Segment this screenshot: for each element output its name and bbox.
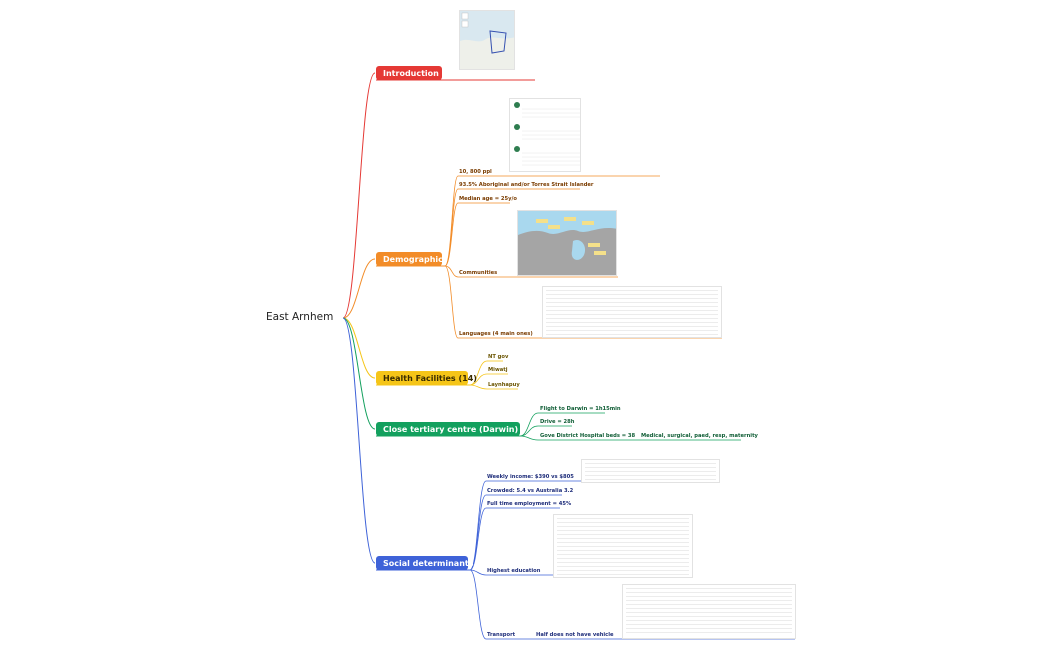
leaf-hospital-beds[interactable]: Gove District Hospital beds = 38 <box>540 433 636 439</box>
leaf-no-vehicle[interactable]: Half does not have vehicle <box>536 632 614 638</box>
branch-close-tertiary[interactable]: Close tertiary centre (Darwin) <box>376 422 520 436</box>
branch-social-determinants[interactable]: Social determinants <box>376 556 473 570</box>
leaf-employment[interactable]: Full time employment = 45% <box>487 501 572 507</box>
leaf-laynhapuy[interactable]: Laynhapuy <box>488 382 520 388</box>
leaf-transport[interactable]: Transport <box>487 632 516 638</box>
map-image <box>460 11 514 69</box>
connector-root-close <box>342 317 376 430</box>
leaf-population[interactable]: 10, 800 ppl <box>459 169 492 175</box>
leaf-aboriginal[interactable]: 93.5% Aboriginal and/or Torres Strait Is… <box>459 182 594 188</box>
communities-map-thumbnail <box>517 210 617 276</box>
leaf-weekly-income[interactable]: Weekly income: $390 vs $805 <box>487 474 574 480</box>
leaf-miwatj[interactable]: Miwatj <box>488 367 508 373</box>
communities-map-image <box>518 211 616 275</box>
income-table-thumbnail <box>581 459 720 483</box>
leaf-median-age[interactable]: Median age = 25y/o <box>459 196 517 202</box>
leaf-highest-education[interactable]: Highest education <box>487 568 541 574</box>
leaf-nt-gov[interactable]: NT gov <box>488 354 509 360</box>
root-node[interactable]: East Arnhem <box>266 311 334 323</box>
leaf-crowded[interactable]: Crowded: 5.4 vs Australia 3.2 <box>487 488 574 494</box>
branch-health-facilities[interactable]: Health Facilities (14) <box>376 371 477 385</box>
branch-introduction[interactable]: Introduction <box>376 66 442 80</box>
stats-image <box>514 102 580 166</box>
transport-table-thumbnail <box>622 584 796 639</box>
education-table-thumbnail <box>553 514 693 578</box>
branch-demographic[interactable]: Demographic <box>376 252 443 266</box>
languages-table-thumbnail <box>542 286 722 338</box>
leaf-languages[interactable]: Languages (4 main ones) <box>459 331 533 337</box>
connector-root-social <box>342 317 376 564</box>
demographic-stats-thumbnail <box>509 98 581 172</box>
leaf-hospital-services[interactable]: Medical, surgical, paed, resp, maternity <box>641 433 758 439</box>
intro-map-thumbnail <box>459 10 515 70</box>
leaf-drive[interactable]: Drive = 28h <box>540 419 575 425</box>
connector-root-demo <box>342 258 376 319</box>
connector-root-health <box>342 317 376 379</box>
leaf-communities[interactable]: Communities <box>459 270 498 276</box>
leaf-flight[interactable]: Flight to Darwin = 1h15min <box>540 406 621 412</box>
connector-root-intro <box>342 72 376 319</box>
